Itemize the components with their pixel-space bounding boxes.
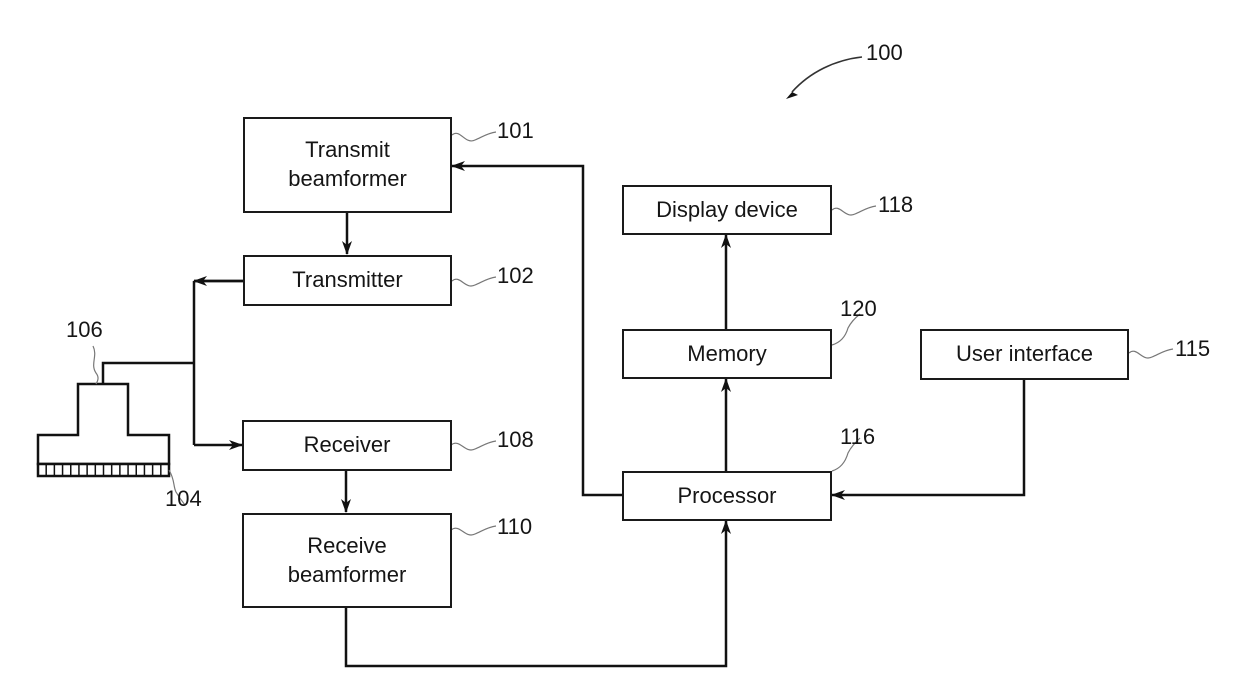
ref-116: 116 xyxy=(840,424,875,450)
leader-115 xyxy=(1129,349,1173,358)
ref-120: 120 xyxy=(840,296,877,322)
memory-block: Memory xyxy=(622,329,832,379)
receiver-block: Receiver xyxy=(242,420,452,471)
receive-beamformer-label-1: Receive xyxy=(307,532,386,561)
transmit-beamformer-label-2: beamformer xyxy=(288,165,407,194)
transmitter-label: Transmitter xyxy=(292,266,402,295)
ref-100-arrowhead xyxy=(786,92,798,99)
transmitter-block: Transmitter xyxy=(243,255,452,306)
transmit-beamformer-label-1: Transmit xyxy=(305,136,390,165)
user-interface-label: User interface xyxy=(956,340,1093,369)
ref-115: 115 xyxy=(1175,336,1210,362)
processor-block: Processor xyxy=(622,471,832,521)
display-device-block: Display device xyxy=(622,185,832,235)
ref-110: 110 xyxy=(497,514,532,540)
leader-118 xyxy=(832,206,876,215)
receiver-label: Receiver xyxy=(304,431,391,460)
leader-100 xyxy=(792,57,862,92)
leader-108 xyxy=(451,441,496,450)
ref-108: 108 xyxy=(497,427,534,453)
leader-110 xyxy=(451,526,496,535)
ref-106: 106 xyxy=(66,317,103,343)
line-junction-to-probe xyxy=(103,363,194,384)
transmit-beamformer-block: Transmit beamformer xyxy=(243,117,452,213)
ref-100: 100 xyxy=(866,40,903,66)
leader-102 xyxy=(452,277,496,286)
ref-104: 104 xyxy=(165,486,202,512)
arrow-processor-to-tbf xyxy=(452,166,622,495)
receive-beamformer-block: Receive beamformer xyxy=(242,513,452,608)
ultrasound-probe-icon xyxy=(38,384,169,476)
ref-102: 102 xyxy=(497,263,534,289)
ref-118: 118 xyxy=(878,192,913,218)
receive-beamformer-label-2: beamformer xyxy=(288,561,407,590)
memory-label: Memory xyxy=(687,340,766,369)
processor-label: Processor xyxy=(677,482,776,511)
leader-101 xyxy=(452,132,496,141)
ref-101: 101 xyxy=(497,118,534,144)
leader-106 xyxy=(93,346,98,384)
user-interface-block: User interface xyxy=(920,329,1129,380)
display-device-label: Display device xyxy=(656,196,798,225)
